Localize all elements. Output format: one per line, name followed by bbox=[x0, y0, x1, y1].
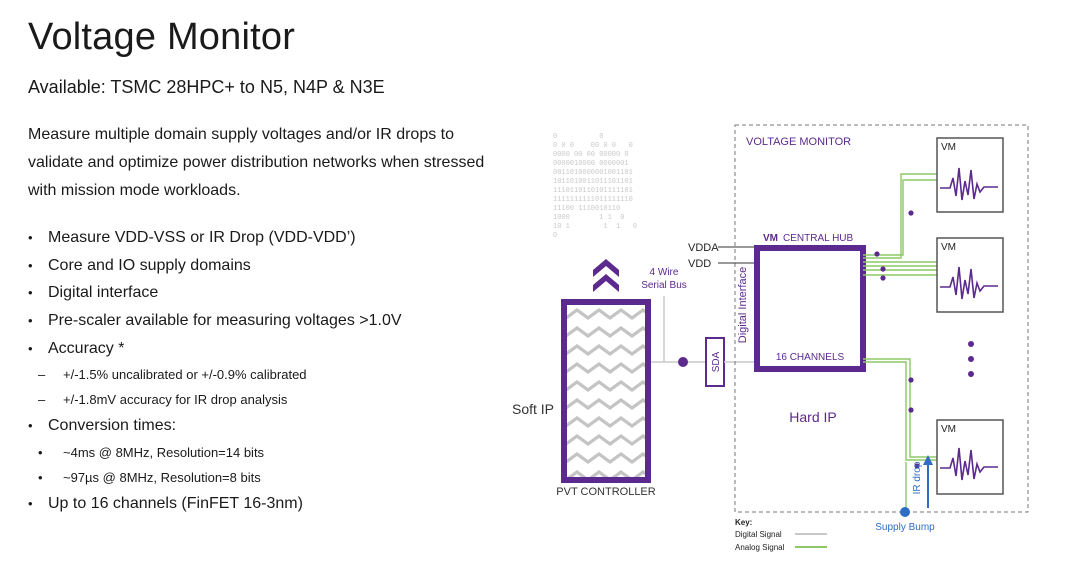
binary-data-graphic: 0 0 0 0 0 00 0 0 0 0000 00 00 00000 0 00… bbox=[553, 133, 637, 240]
binary-row: 0 bbox=[553, 232, 557, 240]
voltage-monitor-label: VOLTAGE MONITOR bbox=[746, 136, 851, 148]
pvt-controller-block bbox=[561, 299, 651, 483]
voltage-monitor-block-diagram: 0 0 0 0 0 00 0 0 0 0000 00 00 00000 0 00… bbox=[512, 124, 1029, 552]
binary-row: 11100 1110010110 bbox=[553, 205, 620, 213]
bullet-item: • Core and IO supply domains bbox=[28, 257, 498, 285]
bullet-item: • Accuracy * bbox=[28, 340, 498, 368]
serial-bus-label-line2: Serial Bus bbox=[641, 280, 687, 291]
waveform-icon bbox=[940, 447, 998, 481]
bullet-item: • Pre-scaler available for measuring volt… bbox=[28, 312, 498, 340]
feature-bullet-list: • Measure VDD-VSS or IR Drop (VDD-VDD’) •… bbox=[28, 229, 498, 523]
supply-bump-label: Supply Bump bbox=[875, 522, 935, 533]
legend-title: Key: bbox=[735, 518, 752, 527]
waveform-icon bbox=[940, 167, 998, 201]
intro-paragraph: Measure multiple domain supply voltages … bbox=[28, 126, 485, 199]
bullet-dot-icon: • bbox=[38, 470, 43, 486]
analog-junction-dots bbox=[874, 210, 920, 469]
bullet-item: • Measure VDD-VSS or IR Drop (VDD-VDD’) bbox=[28, 229, 498, 257]
binary-row: 1110110110101111101 bbox=[553, 187, 633, 195]
bullet-text: Core and IO supply domains bbox=[48, 256, 251, 274]
legend-digital-label: Digital Signal bbox=[735, 530, 782, 539]
availability-subtitle: Available: TSMC 28HPC+ to N5, N4P & N3E bbox=[28, 77, 385, 97]
bullet-text: ~4ms @ 8MHz, Resolution=14 bits bbox=[63, 445, 265, 461]
page-title: Voltage Monitor bbox=[28, 16, 296, 58]
channels-label: 16 CHANNELS bbox=[776, 352, 845, 363]
bullet-text: Pre-scaler available for measuring volta… bbox=[48, 312, 402, 330]
bullet-dot-icon: • bbox=[28, 257, 33, 273]
voltage-monitor-boundary bbox=[734, 124, 1029, 513]
binary-row: 0011010000001001101 bbox=[553, 169, 633, 177]
ir-drop-label: IR drop bbox=[912, 461, 923, 494]
bullet-dot-icon: • bbox=[28, 496, 33, 512]
vdd-label: VDD bbox=[688, 258, 711, 270]
bullet-text: Accuracy * bbox=[48, 339, 125, 357]
bullet-text: +/-1.8mV accuracy for IR drop analysis bbox=[63, 392, 288, 408]
central-hub-prefix: VM bbox=[763, 233, 778, 244]
pvt-controller-label: PVT CONTROLLER bbox=[556, 486, 655, 498]
bullet-dot-icon: • bbox=[28, 230, 33, 245]
dash-icon: – bbox=[38, 367, 46, 383]
arrow-head-icon bbox=[923, 455, 933, 465]
vm-block: VM bbox=[936, 137, 1004, 213]
dash-icon: – bbox=[38, 392, 46, 408]
bullet-dot-icon: • bbox=[38, 445, 43, 461]
analog-signal-lines bbox=[863, 173, 937, 461]
bullet-text: ~97µs @ 8MHz, Resolution=8 bits bbox=[63, 470, 261, 486]
vm-label: VM bbox=[941, 242, 956, 253]
binary-row: 0000 00 00 00000 0 bbox=[553, 151, 629, 159]
bullet-text: Conversion times: bbox=[48, 417, 177, 435]
more-channels-ellipsis-icon bbox=[968, 341, 974, 377]
soft-ip-label: Soft IP bbox=[512, 401, 554, 417]
hard-ip-label: Hard IP bbox=[789, 409, 836, 425]
bullet-dot-icon: • bbox=[28, 285, 33, 301]
bullet-text: Measure VDD-VSS or IR Drop (VDD-VDD’) bbox=[48, 229, 356, 246]
binary-row: 0000010000 0000001 bbox=[553, 160, 629, 168]
bullet-dot-icon: • bbox=[28, 340, 33, 356]
bullet-item: • Digital interface bbox=[28, 284, 498, 312]
sub-bullet-item: – +/-1.5% uncalibrated or +/-0.9% calibra… bbox=[28, 367, 498, 392]
bullet-item: • Conversion times: bbox=[28, 417, 498, 445]
vm-block: VM bbox=[936, 237, 1004, 313]
binary-row: 1000 1 1 0 bbox=[553, 214, 624, 222]
bullet-text: Up to 16 channels (FinFET 16-3nm) bbox=[48, 495, 303, 513]
bullet-dot-icon: • bbox=[28, 313, 33, 329]
binary-row: 0 0 0 00 0 0 0 bbox=[553, 142, 633, 150]
bullet-text: +/-1.5% uncalibrated or +/-0.9% calibrat… bbox=[63, 367, 307, 383]
sub-bullet-item: – +/-1.8mV accuracy for IR drop analysis bbox=[28, 392, 498, 417]
bullet-dot-icon: • bbox=[28, 418, 33, 434]
legend: Key: Digital Signal Analog Signal bbox=[735, 518, 827, 552]
sub-bullet-item: • ~4ms @ 8MHz, Resolution=14 bits bbox=[28, 445, 498, 470]
central-hub-label: CENTRAL HUB bbox=[783, 233, 854, 244]
vm-label: VM bbox=[941, 142, 956, 153]
digital-interface-label: Digital Interface bbox=[737, 267, 749, 343]
upload-chevron-icon bbox=[593, 259, 619, 292]
bullet-text: Digital interface bbox=[48, 284, 159, 302]
waveform-icon bbox=[940, 266, 998, 300]
supply-bump-dot bbox=[900, 507, 910, 517]
binary-row: 10 1 1 1 0 bbox=[553, 223, 637, 231]
serial-bus-label-line1: 4 Wire bbox=[650, 267, 679, 278]
vdda-label: VDDA bbox=[688, 242, 719, 254]
sub-bullet-item: • ~97µs @ 8MHz, Resolution=8 bits bbox=[28, 470, 498, 495]
binary-row: 0 0 bbox=[553, 133, 603, 141]
legend-analog-label: Analog Signal bbox=[735, 543, 785, 552]
vm-block: VM bbox=[936, 419, 1004, 495]
sda-label: SDA bbox=[711, 351, 722, 372]
bullet-item: • Up to 16 channels (FinFET 16-3nm) bbox=[28, 495, 498, 523]
vm-label: VM bbox=[941, 424, 956, 435]
central-hub-block bbox=[754, 245, 866, 372]
binary-row: 1011010011011101101 bbox=[553, 178, 633, 186]
binary-row: 1111111111011111110 bbox=[553, 196, 633, 204]
bus-junction-dot bbox=[678, 357, 688, 367]
